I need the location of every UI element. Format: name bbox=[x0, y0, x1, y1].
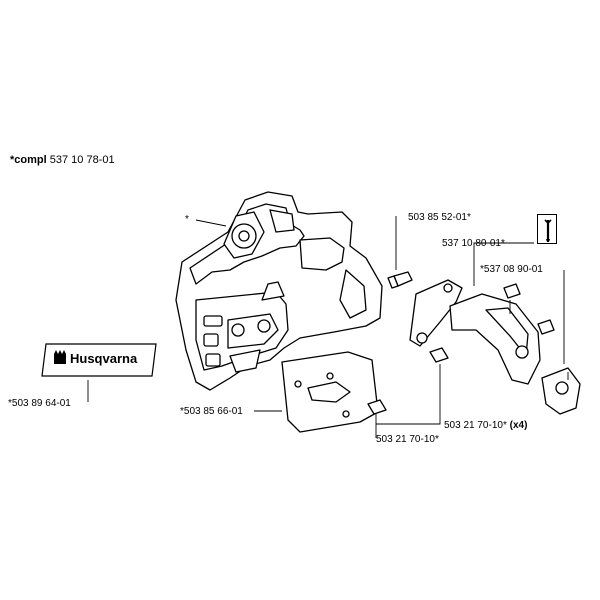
assembly-label: *compl 537 10 78-01 bbox=[10, 154, 115, 166]
assembly-prefix: *compl bbox=[10, 154, 47, 166]
part-label-guide-plate: *503 85 66-01 bbox=[180, 406, 243, 417]
screw bbox=[503, 283, 521, 299]
part-label-screws-x4: 503 21 70-10* (x4) bbox=[444, 420, 527, 432]
tool-symbol bbox=[537, 214, 557, 244]
part-label-stud: 503 85 52-01* bbox=[408, 212, 471, 223]
part-label-guard-plate: 537 10 80-01* bbox=[442, 238, 505, 249]
part-label-cover: *537 08 90-01 bbox=[480, 264, 543, 275]
husqvarna-crown-icon bbox=[54, 350, 66, 364]
chain-guard-cover bbox=[449, 293, 541, 385]
brand-text: Husqvarna bbox=[70, 351, 138, 366]
part-label-decal: *503 89 64-01 bbox=[8, 398, 71, 409]
decal: Husqvarna bbox=[40, 340, 160, 385]
assembly-number: 537 10 78-01 bbox=[49, 154, 115, 166]
quantity-badge: (x4) bbox=[509, 420, 528, 431]
part-label-screw: 503 21 70-10* bbox=[376, 434, 439, 445]
wrench-icon bbox=[544, 219, 552, 242]
part-number-screws: 503 21 70-10* bbox=[444, 420, 507, 431]
screw bbox=[367, 399, 387, 415]
chain-guard-plate bbox=[409, 279, 463, 347]
screw bbox=[537, 319, 555, 335]
star-marker: * bbox=[185, 214, 189, 225]
screw bbox=[429, 347, 449, 363]
husqvarna-decal: Husqvarna bbox=[41, 343, 157, 377]
